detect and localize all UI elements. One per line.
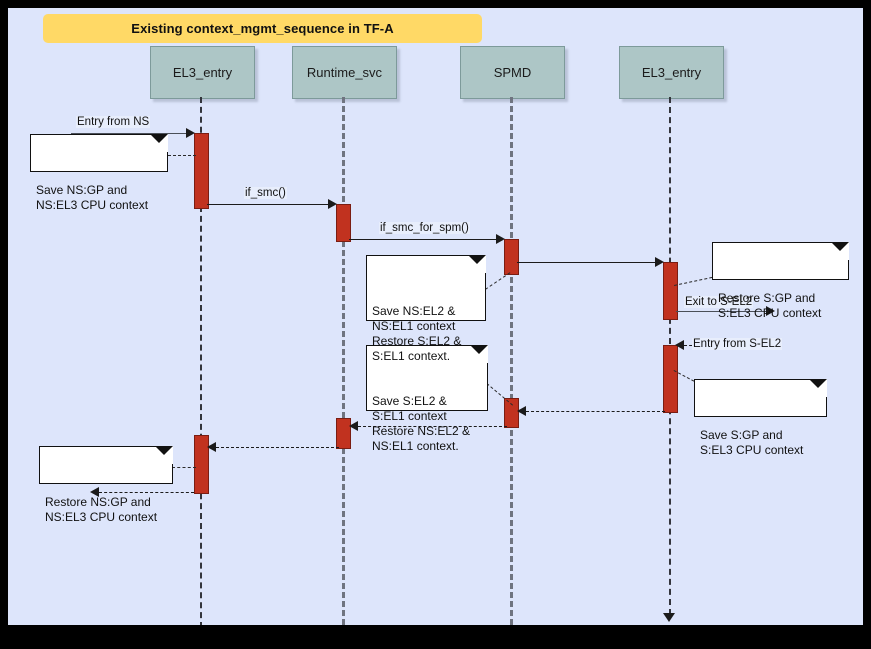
arrowhead-icon bbox=[675, 340, 684, 350]
lifeline-el3-entry-left bbox=[200, 97, 202, 625]
participant-spmd[interactable]: SPMD bbox=[460, 46, 565, 99]
arrowhead-icon bbox=[655, 257, 664, 267]
participant-label: Runtime_svc bbox=[306, 65, 383, 80]
message-line-exit-to-s-el2 bbox=[676, 311, 771, 312]
diagram-title: Existing context_mgmt_sequence in TF-A bbox=[43, 14, 482, 43]
note-text: Save NS:GP and NS:EL3 CPU context bbox=[36, 183, 149, 212]
message-label-entry-from-ns: Entry from NS bbox=[76, 116, 151, 128]
note-connector bbox=[172, 467, 196, 468]
note-connector bbox=[485, 272, 511, 290]
note-save-ns-gp: Save NS:GP and NS:EL3 CPU context bbox=[30, 134, 168, 212]
note-save-ns-el2: Save NS:EL2 & NS:EL1 context Restore S:E… bbox=[366, 255, 486, 363]
arrowhead-icon bbox=[496, 234, 505, 244]
message-line-if-smc-for-spm bbox=[349, 239, 499, 240]
activation-el3-entry-right-2 bbox=[663, 345, 678, 413]
message-line-entry-from-ns bbox=[71, 133, 189, 134]
activation-runtime-svc-2 bbox=[336, 418, 351, 449]
arrowhead-icon bbox=[207, 442, 216, 452]
arrowhead-icon bbox=[186, 128, 195, 138]
note-fold-icon bbox=[809, 379, 827, 397]
note-save-s-el2: Save S:EL2 & S:EL1 context Restore NS:EL… bbox=[366, 345, 488, 453]
arrowhead-icon bbox=[328, 199, 337, 209]
activation-el3-entry-left-2 bbox=[194, 435, 209, 494]
message-label-entry-from-s-el2: Entry from S-EL2 bbox=[692, 338, 783, 350]
message-line-if-smc bbox=[207, 204, 331, 205]
message-line-spmd-to-el3-right bbox=[517, 262, 658, 263]
activation-el3-entry-left-1 bbox=[194, 133, 209, 209]
participant-label: EL3_entry bbox=[641, 65, 702, 80]
participant-el3-entry-left[interactable]: EL3_entry bbox=[150, 46, 255, 99]
lifeline-spmd bbox=[510, 97, 513, 625]
note-connector bbox=[168, 155, 196, 156]
activation-runtime-svc-1 bbox=[336, 204, 351, 242]
note-fold-icon bbox=[150, 134, 168, 152]
diagram-canvas: Existing context_mgmt_sequence in TF-A E… bbox=[8, 8, 863, 625]
note-text: Save S:EL2 & S:EL1 context Restore NS:EL… bbox=[372, 394, 471, 453]
message-line-el3-right-to-spmd bbox=[526, 411, 665, 412]
participant-label: SPMD bbox=[493, 65, 532, 80]
note-fold-icon bbox=[155, 446, 173, 464]
activation-el3-entry-right-1 bbox=[663, 262, 678, 320]
note-text: Restore S:GP and S:EL3 CPU context bbox=[718, 291, 822, 320]
note-restore-ns-gp: Restore NS:GP and NS:EL3 CPU context bbox=[39, 446, 173, 524]
participant-el3-entry-right[interactable]: EL3_entry bbox=[619, 46, 724, 99]
message-line-spmd-to-runtime-svc bbox=[358, 426, 507, 427]
note-save-s-gp: Save S:GP and S:EL3 CPU context bbox=[694, 379, 827, 457]
participant-runtime-svc[interactable]: Runtime_svc bbox=[292, 46, 397, 99]
activation-spmd-1 bbox=[504, 239, 519, 275]
note-restore-s-gp: Restore S:GP and S:EL3 CPU context bbox=[712, 242, 849, 320]
message-line-el3-left-exit bbox=[99, 492, 194, 493]
message-label-exit-to-s-el2: Exit to S-EL2 bbox=[684, 296, 754, 308]
arrowhead-icon bbox=[517, 406, 526, 416]
lifeline-end-arrow-icon bbox=[663, 613, 675, 622]
note-text: Restore NS:GP and NS:EL3 CPU context bbox=[45, 495, 158, 524]
note-text: Save S:GP and S:EL3 CPU context bbox=[700, 428, 804, 457]
note-connector bbox=[674, 276, 713, 286]
message-label-if-smc-for-spm: if_smc_for_spm() bbox=[379, 222, 470, 234]
note-text: Save NS:EL2 & NS:EL1 context Restore S:E… bbox=[372, 304, 462, 363]
participant-label: EL3_entry bbox=[172, 65, 233, 80]
note-fold-icon bbox=[470, 345, 488, 363]
note-fold-icon bbox=[831, 242, 849, 260]
arrowhead-icon bbox=[349, 421, 358, 431]
message-line-runtime-svc-to-el3-left bbox=[216, 447, 339, 448]
lifeline-runtime-svc bbox=[342, 97, 345, 625]
note-fold-icon bbox=[468, 255, 486, 273]
arrowhead-icon bbox=[90, 487, 99, 497]
arrowhead-icon bbox=[766, 306, 775, 316]
message-label-if-smc: if_smc() bbox=[244, 187, 287, 199]
